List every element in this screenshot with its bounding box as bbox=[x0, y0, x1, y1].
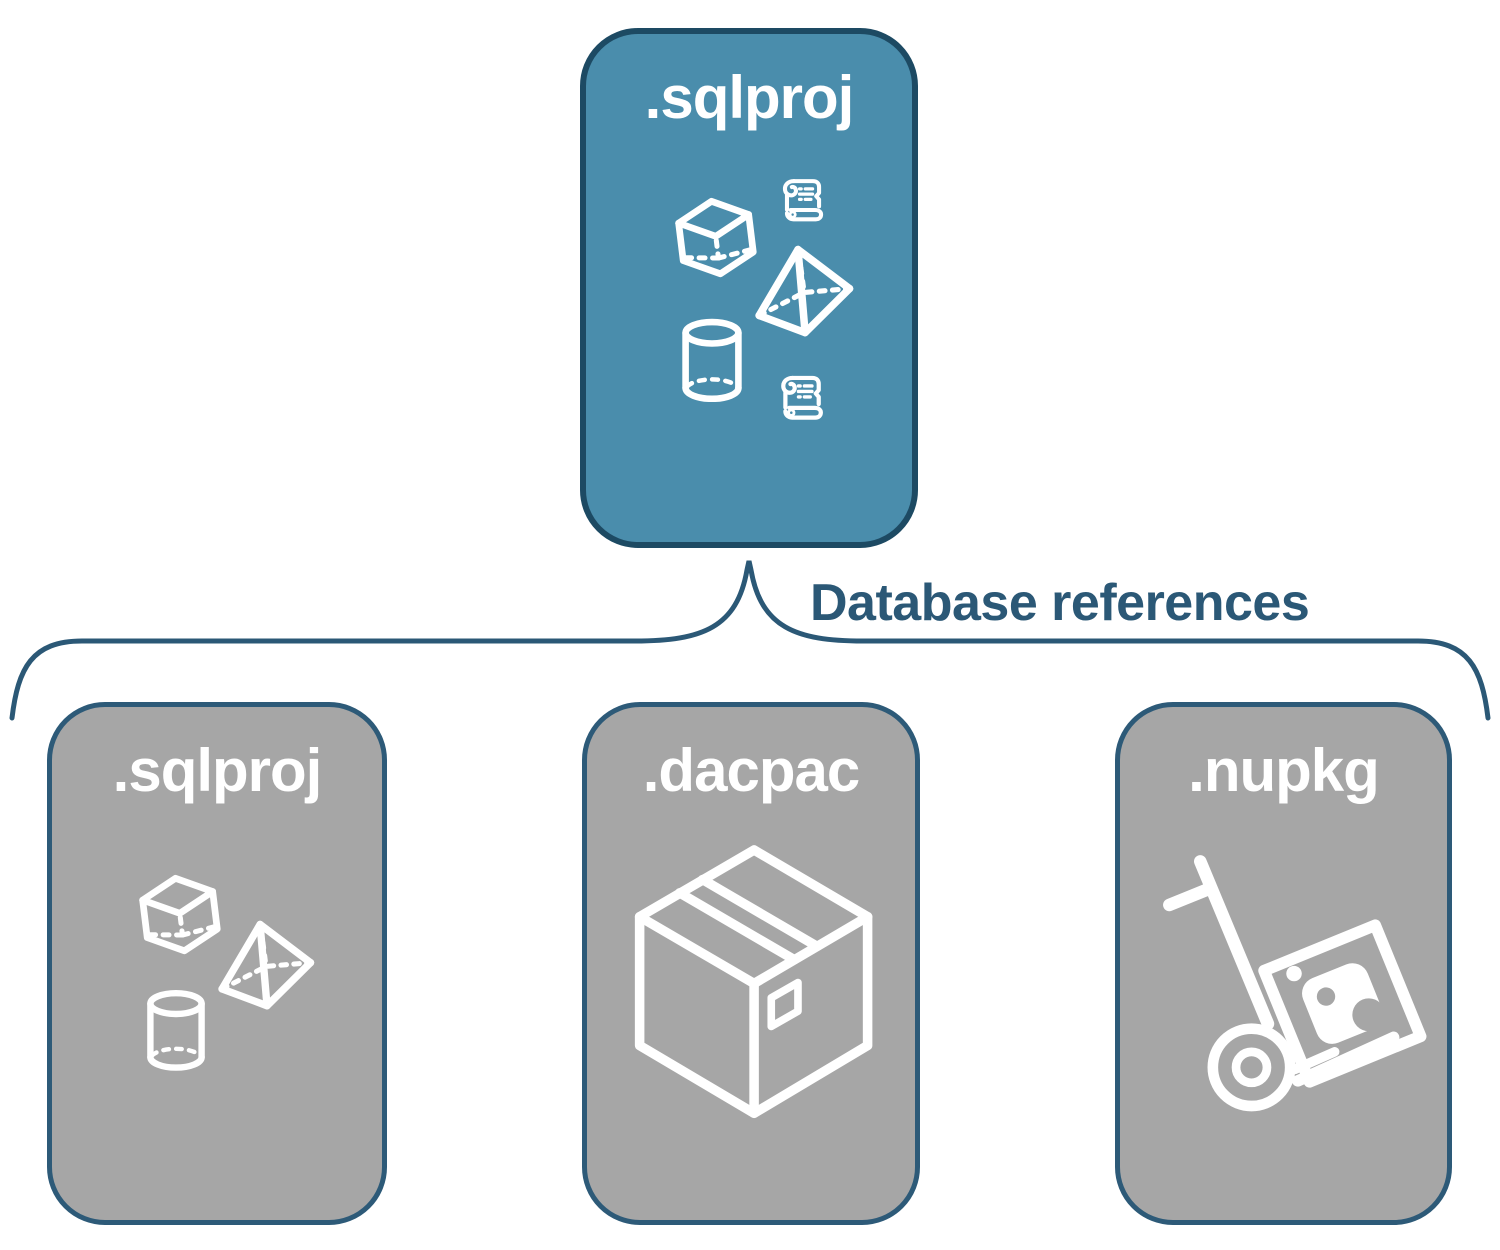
nuget-handtruck-icon bbox=[1150, 845, 1440, 1135]
cylinder-icon bbox=[679, 318, 745, 402]
child-card-label: .nupkg bbox=[1188, 737, 1380, 804]
child-card-sqlproj: .sqlproj bbox=[47, 702, 387, 1225]
scroll-icon bbox=[776, 171, 828, 227]
pyramid-icon bbox=[740, 234, 863, 348]
pyramid-icon bbox=[205, 909, 324, 1020]
child-card-label: .sqlproj bbox=[112, 737, 323, 804]
child-card-dacpac: .dacpac bbox=[582, 702, 920, 1225]
package-box-icon bbox=[632, 843, 880, 1125]
child-card-label: .dacpac bbox=[642, 737, 860, 804]
cylinder-icon bbox=[144, 989, 208, 1071]
root-card-label: .sqlproj bbox=[644, 64, 855, 131]
scroll-icon bbox=[774, 368, 828, 425]
connector-label: Database references bbox=[810, 574, 1310, 632]
root-card-sqlproj: .sqlproj bbox=[580, 28, 918, 548]
child-card-nupkg: .nupkg bbox=[1115, 702, 1452, 1225]
